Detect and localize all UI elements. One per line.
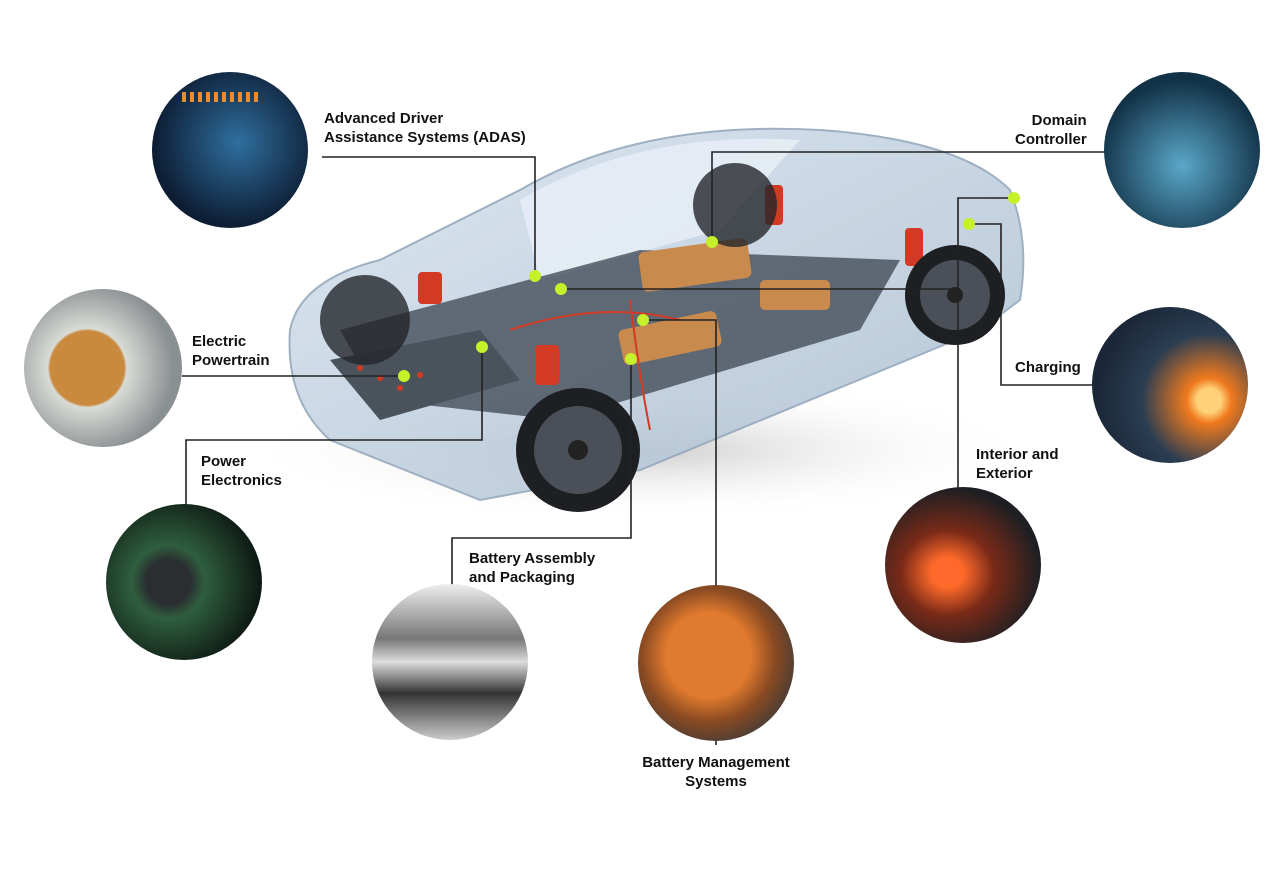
charging-image (1092, 307, 1248, 463)
adas-line (322, 156, 536, 276)
car-illustration (240, 127, 1040, 520)
hotspot-adas (529, 270, 541, 282)
wheel-front-right (320, 275, 410, 365)
domain-line (711, 151, 1105, 242)
wheel-front-left (516, 388, 640, 512)
adas-image (152, 72, 308, 228)
hotspot-battery (625, 353, 637, 365)
domain-controller-image (1104, 72, 1260, 228)
wheel-rear-left (693, 163, 777, 247)
battery-assembly-line (451, 359, 632, 585)
power-electronics-line (185, 347, 483, 505)
power-electronics-image (106, 504, 262, 660)
hotspot-interior-b (1008, 192, 1020, 204)
wheel-rear-right (905, 245, 1005, 345)
powertrain-image (24, 289, 182, 447)
hotspot-powertrain (398, 370, 410, 382)
hotspot-charging (963, 218, 975, 230)
hotspot-power-electronics (476, 341, 488, 353)
hotspot-interior (555, 283, 567, 295)
interior-line-b (957, 197, 1014, 488)
hotspot-bms (637, 314, 649, 326)
interior-image (885, 487, 1041, 643)
charging-line (969, 223, 1093, 386)
label-charging: Charging (1015, 359, 1081, 376)
bms-image (638, 585, 794, 741)
hotspots (398, 192, 1020, 382)
hotspot-domain (706, 236, 718, 248)
battery-assembly-image (372, 584, 528, 740)
